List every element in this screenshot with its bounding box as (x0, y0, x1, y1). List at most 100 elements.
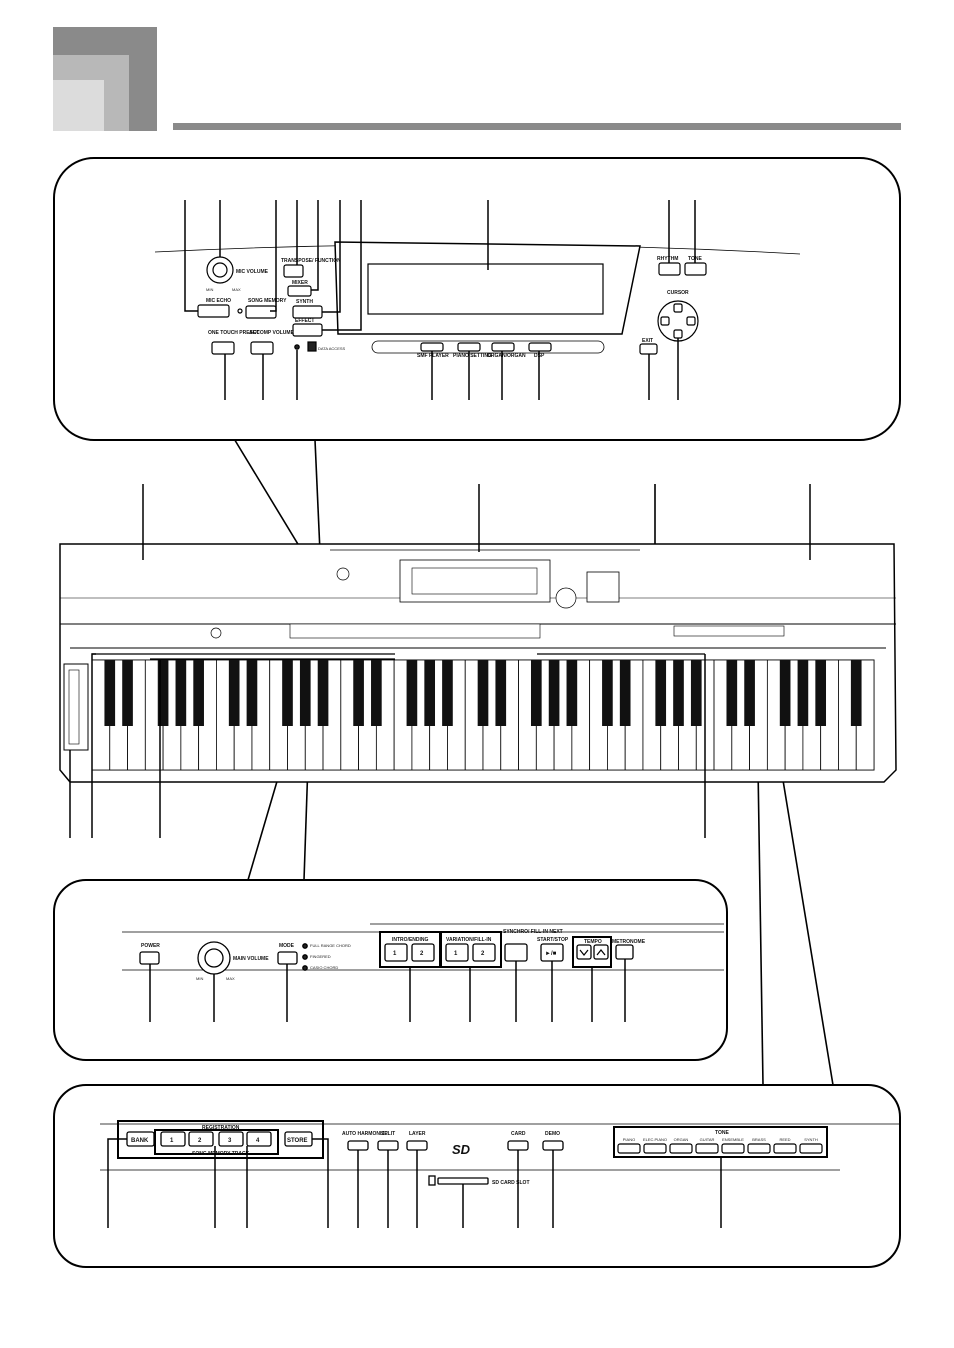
black-key[interactable] (406, 660, 418, 726)
layer-label: LAYER (409, 1131, 426, 1137)
dsp-button[interactable] (528, 342, 552, 352)
data-access-led-icon (294, 344, 300, 350)
organ-button[interactable] (491, 342, 515, 352)
black-key[interactable] (815, 660, 827, 726)
tone-piano-button[interactable] (617, 1143, 641, 1154)
demo-button[interactable] (542, 1140, 564, 1151)
mic-echo-button[interactable] (197, 304, 230, 318)
keyboard-illustration (59, 543, 897, 783)
synchro-fill-in-next-button[interactable] (504, 943, 528, 962)
registration-2-button[interactable] (188, 1131, 214, 1147)
black-key[interactable] (282, 660, 293, 726)
cursor-right-button[interactable] (686, 316, 696, 326)
start-stop-symbol: ►/■ (545, 951, 557, 957)
black-key[interactable] (655, 660, 667, 726)
tone-brass-button[interactable] (747, 1143, 771, 1154)
cursor-left-button[interactable] (660, 316, 670, 326)
black-key[interactable] (317, 660, 329, 726)
intro-ending-label: INTRO/ENDING (392, 937, 429, 943)
tone-guitar-label: GUITAR (700, 1137, 715, 1142)
intro-ending-1-label: 1 (393, 951, 397, 957)
tone-reed-button[interactable] (773, 1143, 797, 1154)
synth-button[interactable] (292, 305, 323, 319)
black-key[interactable] (424, 660, 436, 726)
auto-harmonize-button[interactable] (347, 1140, 369, 1151)
mode-fingered-label: FINGERED (310, 954, 331, 959)
mode-button[interactable] (277, 951, 298, 965)
black-key[interactable] (566, 660, 578, 726)
variation-fill-in-group (440, 931, 502, 968)
tone-label: TONE (715, 1130, 729, 1136)
registration-1-label: 1 (170, 1138, 174, 1144)
bottom-panel-callouts (107, 1138, 722, 1228)
transpose-function-button[interactable] (283, 264, 304, 278)
black-key[interactable] (122, 660, 133, 726)
split-button[interactable] (377, 1140, 399, 1151)
split-label: SPLIT (381, 1131, 395, 1137)
black-key[interactable] (530, 660, 542, 726)
intro-ending-1-button[interactable] (384, 943, 408, 962)
black-key[interactable] (495, 660, 507, 726)
piano-setting-button[interactable] (457, 342, 481, 352)
black-key[interactable] (371, 660, 382, 726)
tone-ensemble-label: ENSEMBLE (722, 1137, 744, 1142)
black-keys (104, 660, 862, 726)
black-key[interactable] (228, 660, 240, 726)
black-key[interactable] (157, 660, 169, 726)
store-label: STORE (287, 1138, 308, 1144)
black-key[interactable] (673, 660, 684, 726)
black-key[interactable] (353, 660, 364, 726)
black-key[interactable] (442, 660, 453, 726)
tone-ensemble-button[interactable] (721, 1143, 745, 1154)
exit-button[interactable] (639, 343, 658, 355)
registration-3-button[interactable] (218, 1131, 244, 1147)
sd-card-slot-label: SD CARD SLOT (492, 1180, 530, 1186)
black-key[interactable] (797, 660, 809, 726)
tempo-down-button[interactable] (576, 944, 592, 960)
black-key[interactable] (602, 660, 613, 726)
black-key[interactable] (175, 660, 187, 726)
tone-guitar-button[interactable] (695, 1143, 719, 1154)
black-key[interactable] (779, 660, 791, 726)
black-key[interactable] (299, 660, 311, 726)
cursor-down-button[interactable] (673, 329, 683, 339)
metronome-button[interactable] (615, 944, 634, 960)
black-key[interactable] (104, 660, 116, 726)
power-label: POWER (141, 943, 160, 949)
registration-1-button[interactable] (160, 1131, 186, 1147)
mixer-button[interactable] (287, 285, 312, 297)
tone-select-button[interactable] (684, 262, 707, 276)
black-key[interactable] (477, 660, 489, 726)
registration-4-button[interactable] (246, 1131, 272, 1147)
tempo-up-button[interactable] (593, 944, 609, 960)
one-touch-preset-button[interactable] (211, 341, 235, 355)
layer-button[interactable] (406, 1140, 428, 1151)
tone-synth-button[interactable] (799, 1143, 823, 1154)
power-button[interactable] (139, 951, 160, 965)
effect-button[interactable] (292, 323, 323, 337)
rhythm-button[interactable] (658, 262, 681, 276)
card-button[interactable] (507, 1140, 529, 1151)
black-key[interactable] (744, 660, 755, 726)
accomp-volume-button[interactable] (250, 341, 274, 355)
tone-organ-label: ORGAN (674, 1137, 689, 1142)
song-memory-button[interactable] (245, 305, 277, 319)
black-key[interactable] (548, 660, 560, 726)
variation-fill-in-2-button[interactable] (472, 943, 496, 962)
black-key[interactable] (246, 660, 258, 726)
black-key[interactable] (726, 660, 738, 726)
smf-player-button[interactable] (420, 342, 444, 352)
black-key[interactable] (193, 660, 204, 726)
cursor-label: CURSOR (667, 290, 689, 296)
tone-elec-piano-button[interactable] (643, 1143, 667, 1154)
intro-ending-2-button[interactable] (411, 943, 435, 962)
black-key[interactable] (690, 660, 702, 726)
sd-card-slot[interactable] (437, 1177, 489, 1185)
variation-fill-in-1-button[interactable] (445, 943, 469, 962)
black-key[interactable] (619, 660, 631, 726)
mic-volume-min-label: MIN (206, 287, 213, 292)
cursor-up-button[interactable] (673, 303, 683, 313)
black-key[interactable] (850, 660, 862, 726)
tone-organ-button[interactable] (669, 1143, 693, 1154)
